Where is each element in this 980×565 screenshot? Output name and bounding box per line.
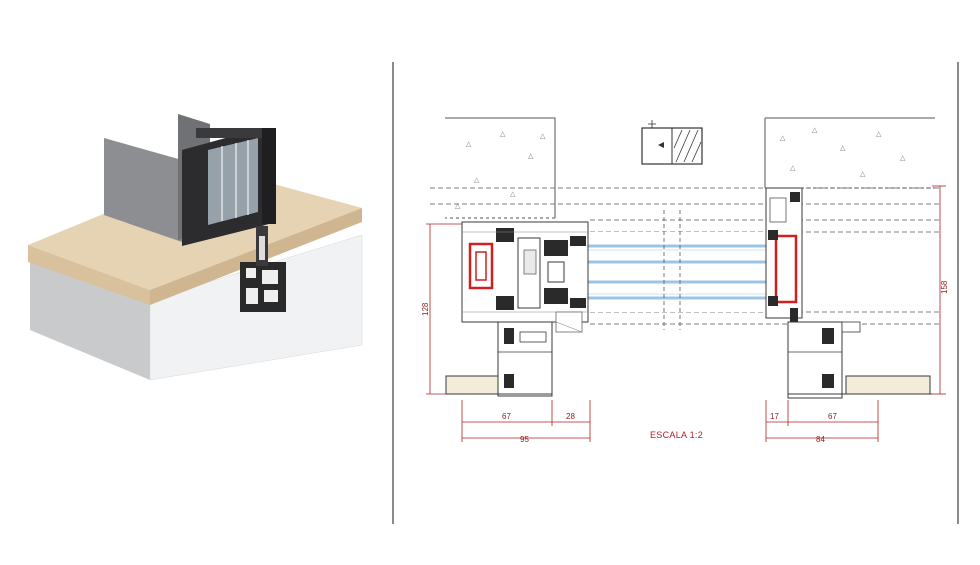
- dim-left-frame: 67: [502, 412, 511, 421]
- glazing-unit: [586, 232, 774, 312]
- wood-slab-front: [28, 245, 150, 305]
- dim-right-frame: 67: [828, 412, 837, 421]
- right-lower-track: [787, 321, 861, 399]
- window-glass: [208, 138, 258, 225]
- dim-right-height: 158: [940, 280, 949, 294]
- left-lower-track: [497, 311, 583, 397]
- left-frame-profile: [461, 221, 589, 323]
- floor-profile-section: [240, 226, 286, 312]
- dim-left-gap: 28: [566, 412, 575, 421]
- svg-text:△: △: [500, 131, 506, 138]
- dim-right-total: 84: [816, 435, 825, 444]
- break-marks: [663, 210, 681, 330]
- dimension-lines: [426, 185, 946, 442]
- svg-text:△: △: [455, 203, 461, 210]
- svg-text:△: △: [812, 127, 818, 134]
- dim-left-height: 128: [421, 302, 430, 316]
- svg-text:△: △: [790, 165, 796, 172]
- right-floor-slab: [788, 375, 932, 395]
- scale-label: ESCALA 1:2: [650, 430, 703, 440]
- technical-drawing: △ △ △ △ △ △ △ △ △ △ △ △ △ △: [421, 117, 949, 444]
- svg-text:△: △: [528, 153, 534, 160]
- svg-text:△: △: [466, 141, 472, 148]
- svg-text:△: △: [780, 135, 786, 142]
- wall-panel-left: [104, 138, 182, 242]
- section-symbol: [641, 120, 703, 165]
- svg-text:△: △: [510, 191, 516, 198]
- right-frame-profile: [765, 187, 803, 324]
- svg-text:△: △: [474, 177, 480, 184]
- concrete-block-right: △ △ △ △ △ △ △: [764, 117, 935, 189]
- svg-text:△: △: [540, 133, 546, 140]
- svg-text:△: △: [840, 145, 846, 152]
- dim-left-total: 95: [520, 435, 529, 444]
- dim-right-gap: 17: [770, 412, 779, 421]
- svg-text:△: △: [900, 155, 906, 162]
- left-floor-slab: [445, 375, 552, 395]
- window-3d-render: [28, 114, 363, 381]
- svg-text:△: △: [876, 131, 882, 138]
- concrete-block-left: △ △ △ △ △ △ △: [445, 117, 556, 219]
- svg-text:△: △: [860, 171, 866, 178]
